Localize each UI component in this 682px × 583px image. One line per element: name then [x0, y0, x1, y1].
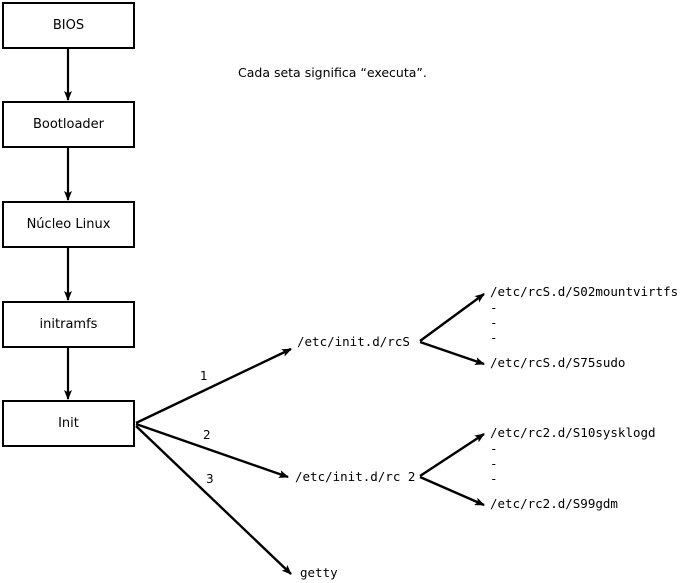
branch-target-getty: getty [300, 565, 338, 580]
node-bios-label: BIOS [52, 18, 85, 33]
script-rc2-last: /etc/rc2.d/S99gdm [490, 496, 618, 511]
node-init: Init [2, 400, 135, 447]
branch-number-1: 1 [200, 369, 208, 383]
script-rc2-ellipsis-2: - [490, 456, 498, 471]
script-rcS-last: /etc/rcS.d/S75sudo [490, 355, 626, 370]
script-rcS-ellipsis-3: - [490, 330, 498, 345]
arrow-rcS-to-first-script [419, 293, 485, 342]
diagram-note: Cada seta significa “executa”. [238, 65, 427, 80]
arrow-init-to-rc2 [135, 422, 289, 479]
branch-number-3: 3 [206, 472, 214, 486]
arrow-rc2-to-last-script [419, 475, 485, 507]
branch-target-rc2: /etc/init.d/rc 2 [295, 469, 416, 484]
arrow-init-to-getty [135, 425, 292, 575]
script-rcS-ellipsis-1: - [490, 300, 498, 315]
branch-number-2: 2 [203, 428, 211, 442]
node-initramfs: initramfs [2, 301, 135, 348]
branch-target-rcS: /etc/init.d/rcS [297, 334, 410, 349]
script-rc2-first: /etc/rc2.d/S10sysklogd [490, 425, 656, 440]
script-rcS-ellipsis-2: - [490, 315, 498, 330]
script-rc2-ellipsis-1: - [490, 441, 498, 456]
arrow-rc2-to-first-script [419, 432, 485, 478]
node-bootloader: Bootloader [2, 101, 135, 148]
node-kernel: Núcleo Linux [2, 201, 135, 248]
node-initramfs-label: initramfs [39, 317, 98, 332]
node-bios: BIOS [2, 2, 135, 49]
node-kernel-label: Núcleo Linux [26, 217, 111, 232]
arrow-rcS-to-last-script [419, 340, 485, 366]
node-init-label: Init [58, 416, 79, 431]
arrow-init-to-rcS [135, 347, 292, 425]
script-rcS-first: /etc/rcS.d/S02mountvirtfs [490, 284, 679, 299]
node-bootloader-label: Bootloader [32, 117, 105, 132]
script-rc2-ellipsis-3: - [490, 471, 498, 486]
